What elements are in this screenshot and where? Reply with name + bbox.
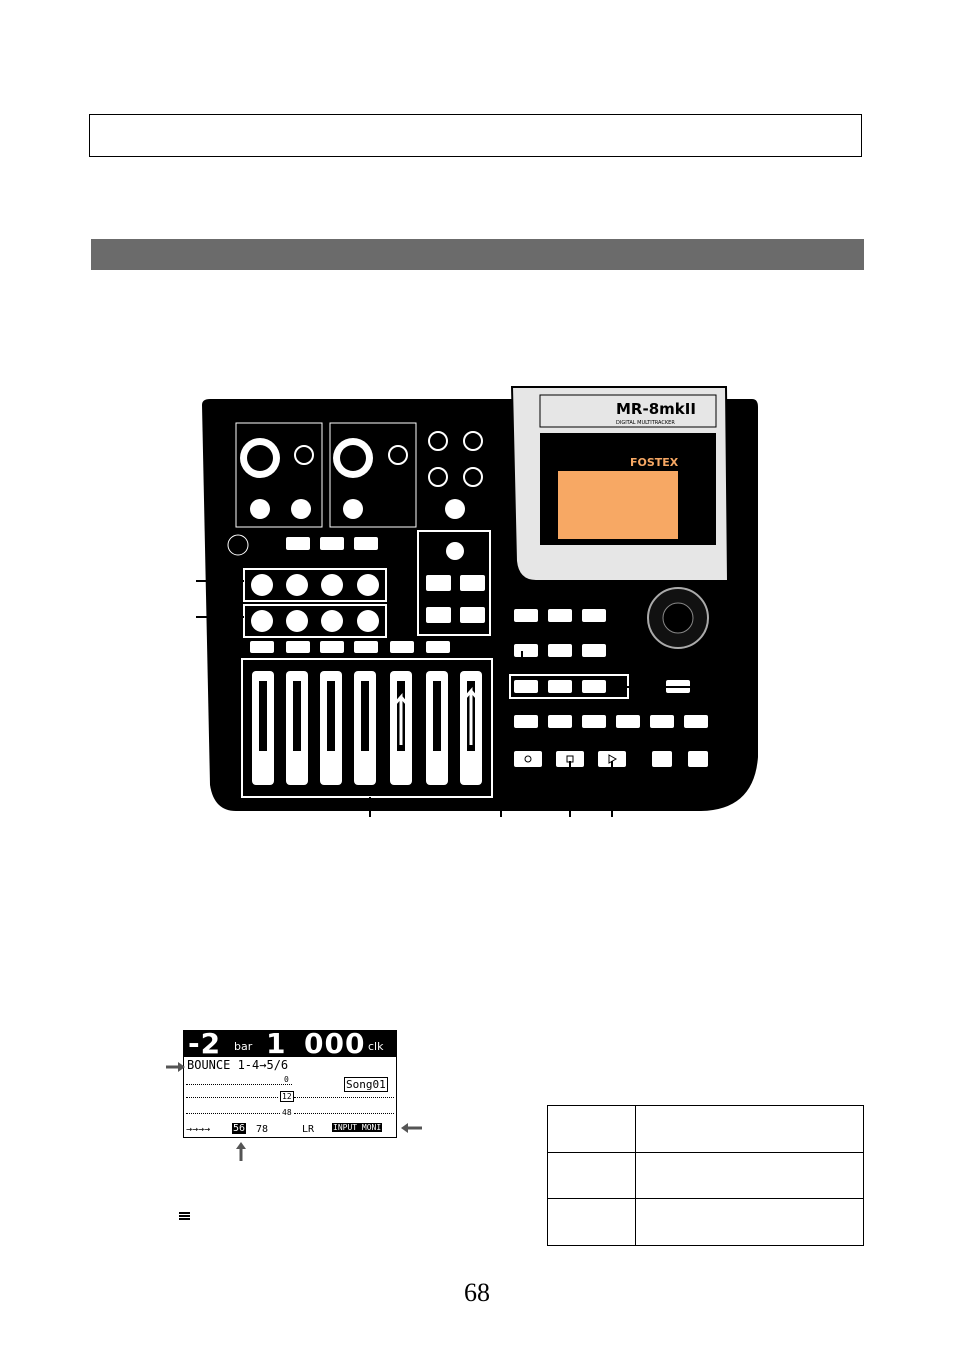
- lcd-callout-arrows: [166, 1062, 422, 1161]
- table-row: [547, 1105, 864, 1153]
- lcd-beat-value: 1: [266, 1027, 287, 1060]
- lcd-track-rest: 78: [256, 1124, 269, 1135]
- lcd-clock-unit: clk: [368, 1040, 384, 1053]
- lcd-song-name: Song01: [344, 1077, 388, 1092]
- lcd-mode-line: BOUNCE 1-4→5/6: [187, 1058, 289, 1072]
- brand-logo: FOSTEX: [630, 456, 679, 469]
- mr8-device-illustration: MR-8mkII DIGITAL MULTITRACKER FOSTEX: [196, 386, 758, 817]
- lcd-bar-value: -2: [188, 1027, 222, 1060]
- lcd-bar-unit: bar: [234, 1040, 253, 1053]
- lcd-scale-48: 48: [282, 1108, 292, 1117]
- lcd-meter-line-3: [294, 1097, 394, 1098]
- page-number: 68: [464, 1278, 490, 1307]
- section-header-bar: [91, 239, 864, 270]
- fader-bank: [241, 658, 493, 798]
- lcd-track-arrows: →→→→: [186, 1124, 211, 1135]
- table-row: [547, 1151, 864, 1200]
- lcd-input-monitor: INPUT MONI: [332, 1123, 383, 1132]
- lcd-window: [558, 471, 678, 539]
- model-subtitle: DIGITAL MULTITRACKER: [616, 420, 675, 426]
- lcd-counter-bar: -2 bar 1 000 clk: [184, 1027, 396, 1060]
- lcd-lr-label: LR: [302, 1124, 315, 1135]
- lcd-scale-0: 0: [284, 1075, 289, 1084]
- lcd-meter-line-1: [186, 1084, 292, 1085]
- lcd-clock-value: 000: [304, 1027, 366, 1060]
- table-row: [547, 1198, 864, 1246]
- model-logo: MR-8mkII: [616, 400, 696, 418]
- info-table: [547, 1105, 864, 1246]
- menu-lines-icon: [179, 1211, 190, 1223]
- lcd-track-highlight: 56: [232, 1123, 247, 1134]
- lcd-meter-line-5: [294, 1113, 394, 1114]
- lcd-meter-line-4: [186, 1113, 280, 1114]
- lcd-scale-12: 12: [280, 1091, 294, 1102]
- chapter-title-box: [89, 114, 862, 157]
- lcd-meter-line-2: [186, 1097, 278, 1098]
- lcd-screen-detail: -2 bar 1 000 clk BOUNCE 1-4→5/6 0 Song01…: [183, 1027, 397, 1138]
